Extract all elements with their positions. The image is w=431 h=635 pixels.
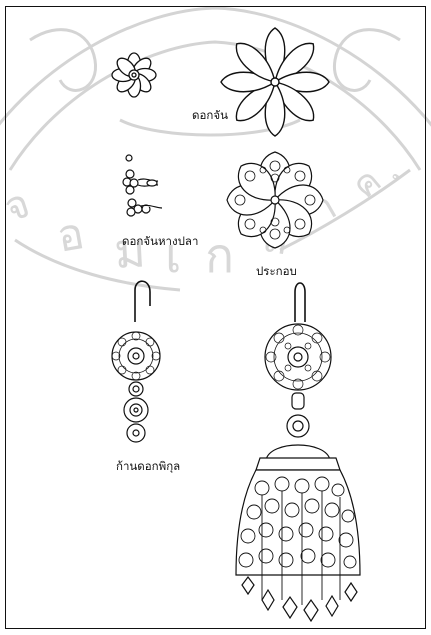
- label-pra-kop: ประกอบ: [256, 263, 297, 281]
- label-dok-chan: ดอกจัน: [192, 107, 228, 125]
- label-dok-chan-hang-pla: ดอกจันหางปลา: [122, 233, 198, 251]
- label-kan-dok-phikun: ก้านดอกพิกุล: [116, 458, 180, 476]
